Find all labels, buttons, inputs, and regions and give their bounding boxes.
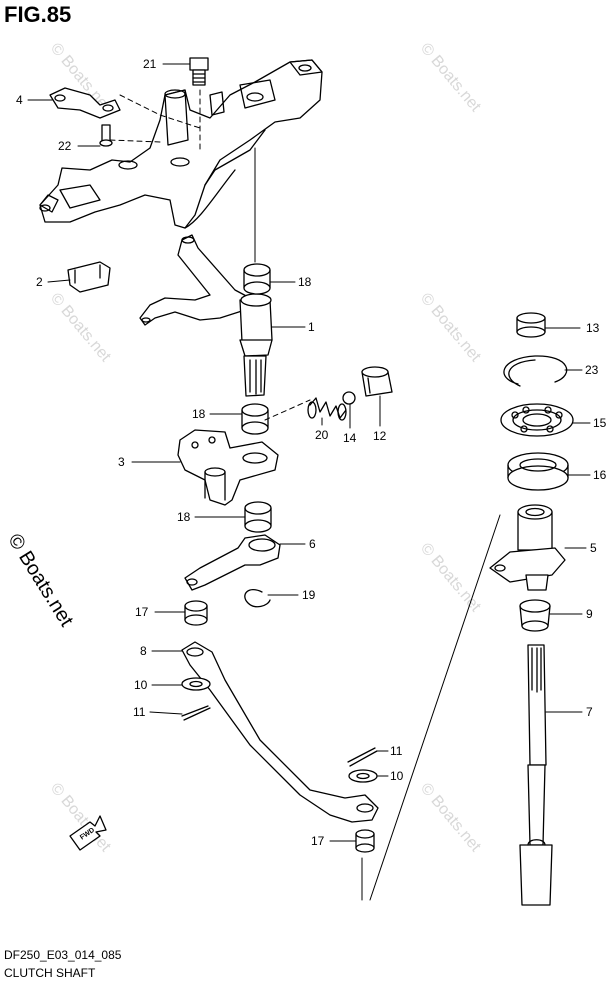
- shift-bracket: [39, 59, 323, 229]
- part-9-bushing: [519, 599, 551, 632]
- callout-labels: 21 4 22 2 18 1 18 3 20 14 12 18 6 19 17 …: [16, 57, 607, 848]
- callout-14: 14: [343, 431, 357, 445]
- callout-16: 16: [593, 468, 607, 482]
- part-13-bolt: [516, 312, 546, 338]
- part-10-washer-upper: [181, 677, 211, 691]
- part-18-collar-middle: [241, 403, 269, 435]
- callout-18b: 18: [192, 407, 206, 421]
- callout-8: 8: [140, 644, 147, 658]
- callout-5: 5: [590, 541, 597, 555]
- callout-10a: 10: [134, 678, 148, 692]
- part-16-bushing: [507, 452, 569, 491]
- callout-21: 21: [143, 57, 157, 71]
- part-20-spring: [307, 397, 347, 421]
- part-21-bolt: [189, 57, 209, 86]
- callout-11a: 11: [133, 705, 146, 719]
- part-18-collar-upper: [243, 263, 271, 295]
- part-8-link-rod: [181, 641, 379, 823]
- callout-2: 2: [36, 275, 43, 289]
- fwd-arrow-icon: [69, 815, 107, 851]
- part-7-clutch-shaft: [519, 644, 553, 906]
- callout-3: 3: [118, 455, 125, 469]
- callout-7: 7: [586, 705, 593, 719]
- callout-18c: 18: [177, 510, 191, 524]
- part-11-cotter-pin-lower: [347, 747, 378, 767]
- callout-1: 1: [308, 320, 315, 334]
- callout-22: 22: [58, 139, 72, 153]
- callout-18a: 18: [298, 275, 312, 289]
- callout-23: 23: [585, 363, 599, 377]
- part-10-washer-lower: [348, 769, 378, 783]
- part-17-collar-lower: [355, 829, 375, 853]
- model-code: DF250_E03_014_085: [4, 948, 122, 962]
- callout-4: 4: [16, 93, 23, 107]
- part-22-bolt: [99, 124, 113, 147]
- part-1-shift-lever: [139, 234, 273, 397]
- callout-15: 15: [593, 416, 607, 430]
- callout-17b: 17: [311, 834, 325, 848]
- callout-12: 12: [373, 429, 387, 443]
- part-18-collar-lower: [244, 501, 272, 533]
- part-15-bearing: [500, 403, 574, 437]
- part-5-shaft-holder: [489, 504, 566, 591]
- callout-6: 6: [309, 537, 316, 551]
- part-6-arm: [184, 534, 281, 591]
- callout-10b: 10: [390, 769, 404, 783]
- part-3-housing: [177, 429, 279, 506]
- part-12-sleeve: [361, 366, 393, 397]
- part-23-circlip: [503, 355, 568, 387]
- figure-name: CLUTCH SHAFT: [4, 966, 96, 980]
- assembly-line: [369, 514, 501, 901]
- callout-9: 9: [586, 607, 593, 621]
- leader-lines: [27, 63, 591, 842]
- part-17-collar-upper: [184, 600, 208, 626]
- callout-17a: 17: [135, 605, 149, 619]
- callout-13: 13: [586, 321, 600, 335]
- part-19-e-clip: [244, 588, 271, 608]
- part-11-cotter-pin-upper: [181, 705, 211, 721]
- part-14-ball: [342, 391, 356, 405]
- part-4-plate: [49, 87, 121, 119]
- figure-title: FIG.85: [4, 2, 72, 27]
- dashed-guides: [109, 89, 311, 421]
- callout-19: 19: [302, 588, 316, 602]
- callout-20: 20: [315, 428, 329, 442]
- callout-11b: 11: [390, 744, 403, 758]
- part-2-clip: [67, 261, 111, 293]
